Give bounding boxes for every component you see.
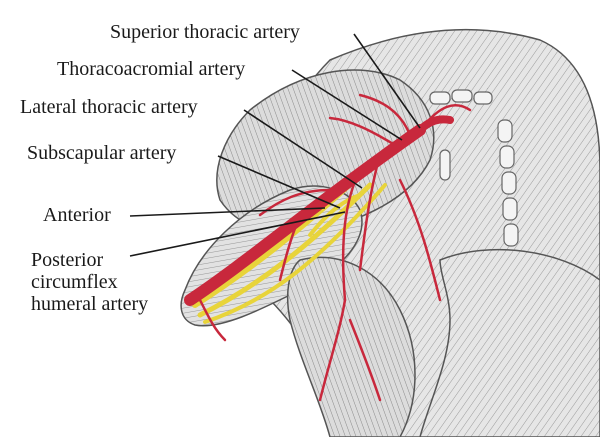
label-superior-thoracic-artery: Superior thoracic artery bbox=[110, 21, 300, 43]
label-posterior-line1: Posterior bbox=[31, 249, 104, 271]
rib-segments bbox=[429, 89, 519, 247]
leader-posterior bbox=[129, 211, 346, 257]
artery-branches bbox=[198, 93, 472, 402]
leader-lateral-thoracic bbox=[243, 109, 363, 189]
label-subscapular-artery: Subscapular artery bbox=[27, 142, 177, 164]
leader-anterior bbox=[129, 207, 326, 217]
serratus-region bbox=[419, 248, 600, 437]
leader-superior-thoracic bbox=[353, 33, 421, 129]
label-posterior-line2: circumflex bbox=[31, 271, 118, 293]
label-anterior: Anterior bbox=[43, 204, 111, 226]
leader-subscapular bbox=[217, 155, 341, 209]
leader-lines bbox=[129, 33, 421, 257]
label-lateral-thoracic-artery: Lateral thoracic artery bbox=[20, 96, 198, 118]
label-posterior-line3: humeral artery bbox=[31, 293, 149, 315]
label-posterior-circumflex-humeral-artery: Posterior circumflex humeral artery bbox=[31, 249, 148, 315]
label-thoracoacromial-artery: Thoracoacromial artery bbox=[57, 58, 246, 80]
upper-arm bbox=[180, 185, 363, 327]
leader-thoracoacromial bbox=[291, 69, 403, 141]
